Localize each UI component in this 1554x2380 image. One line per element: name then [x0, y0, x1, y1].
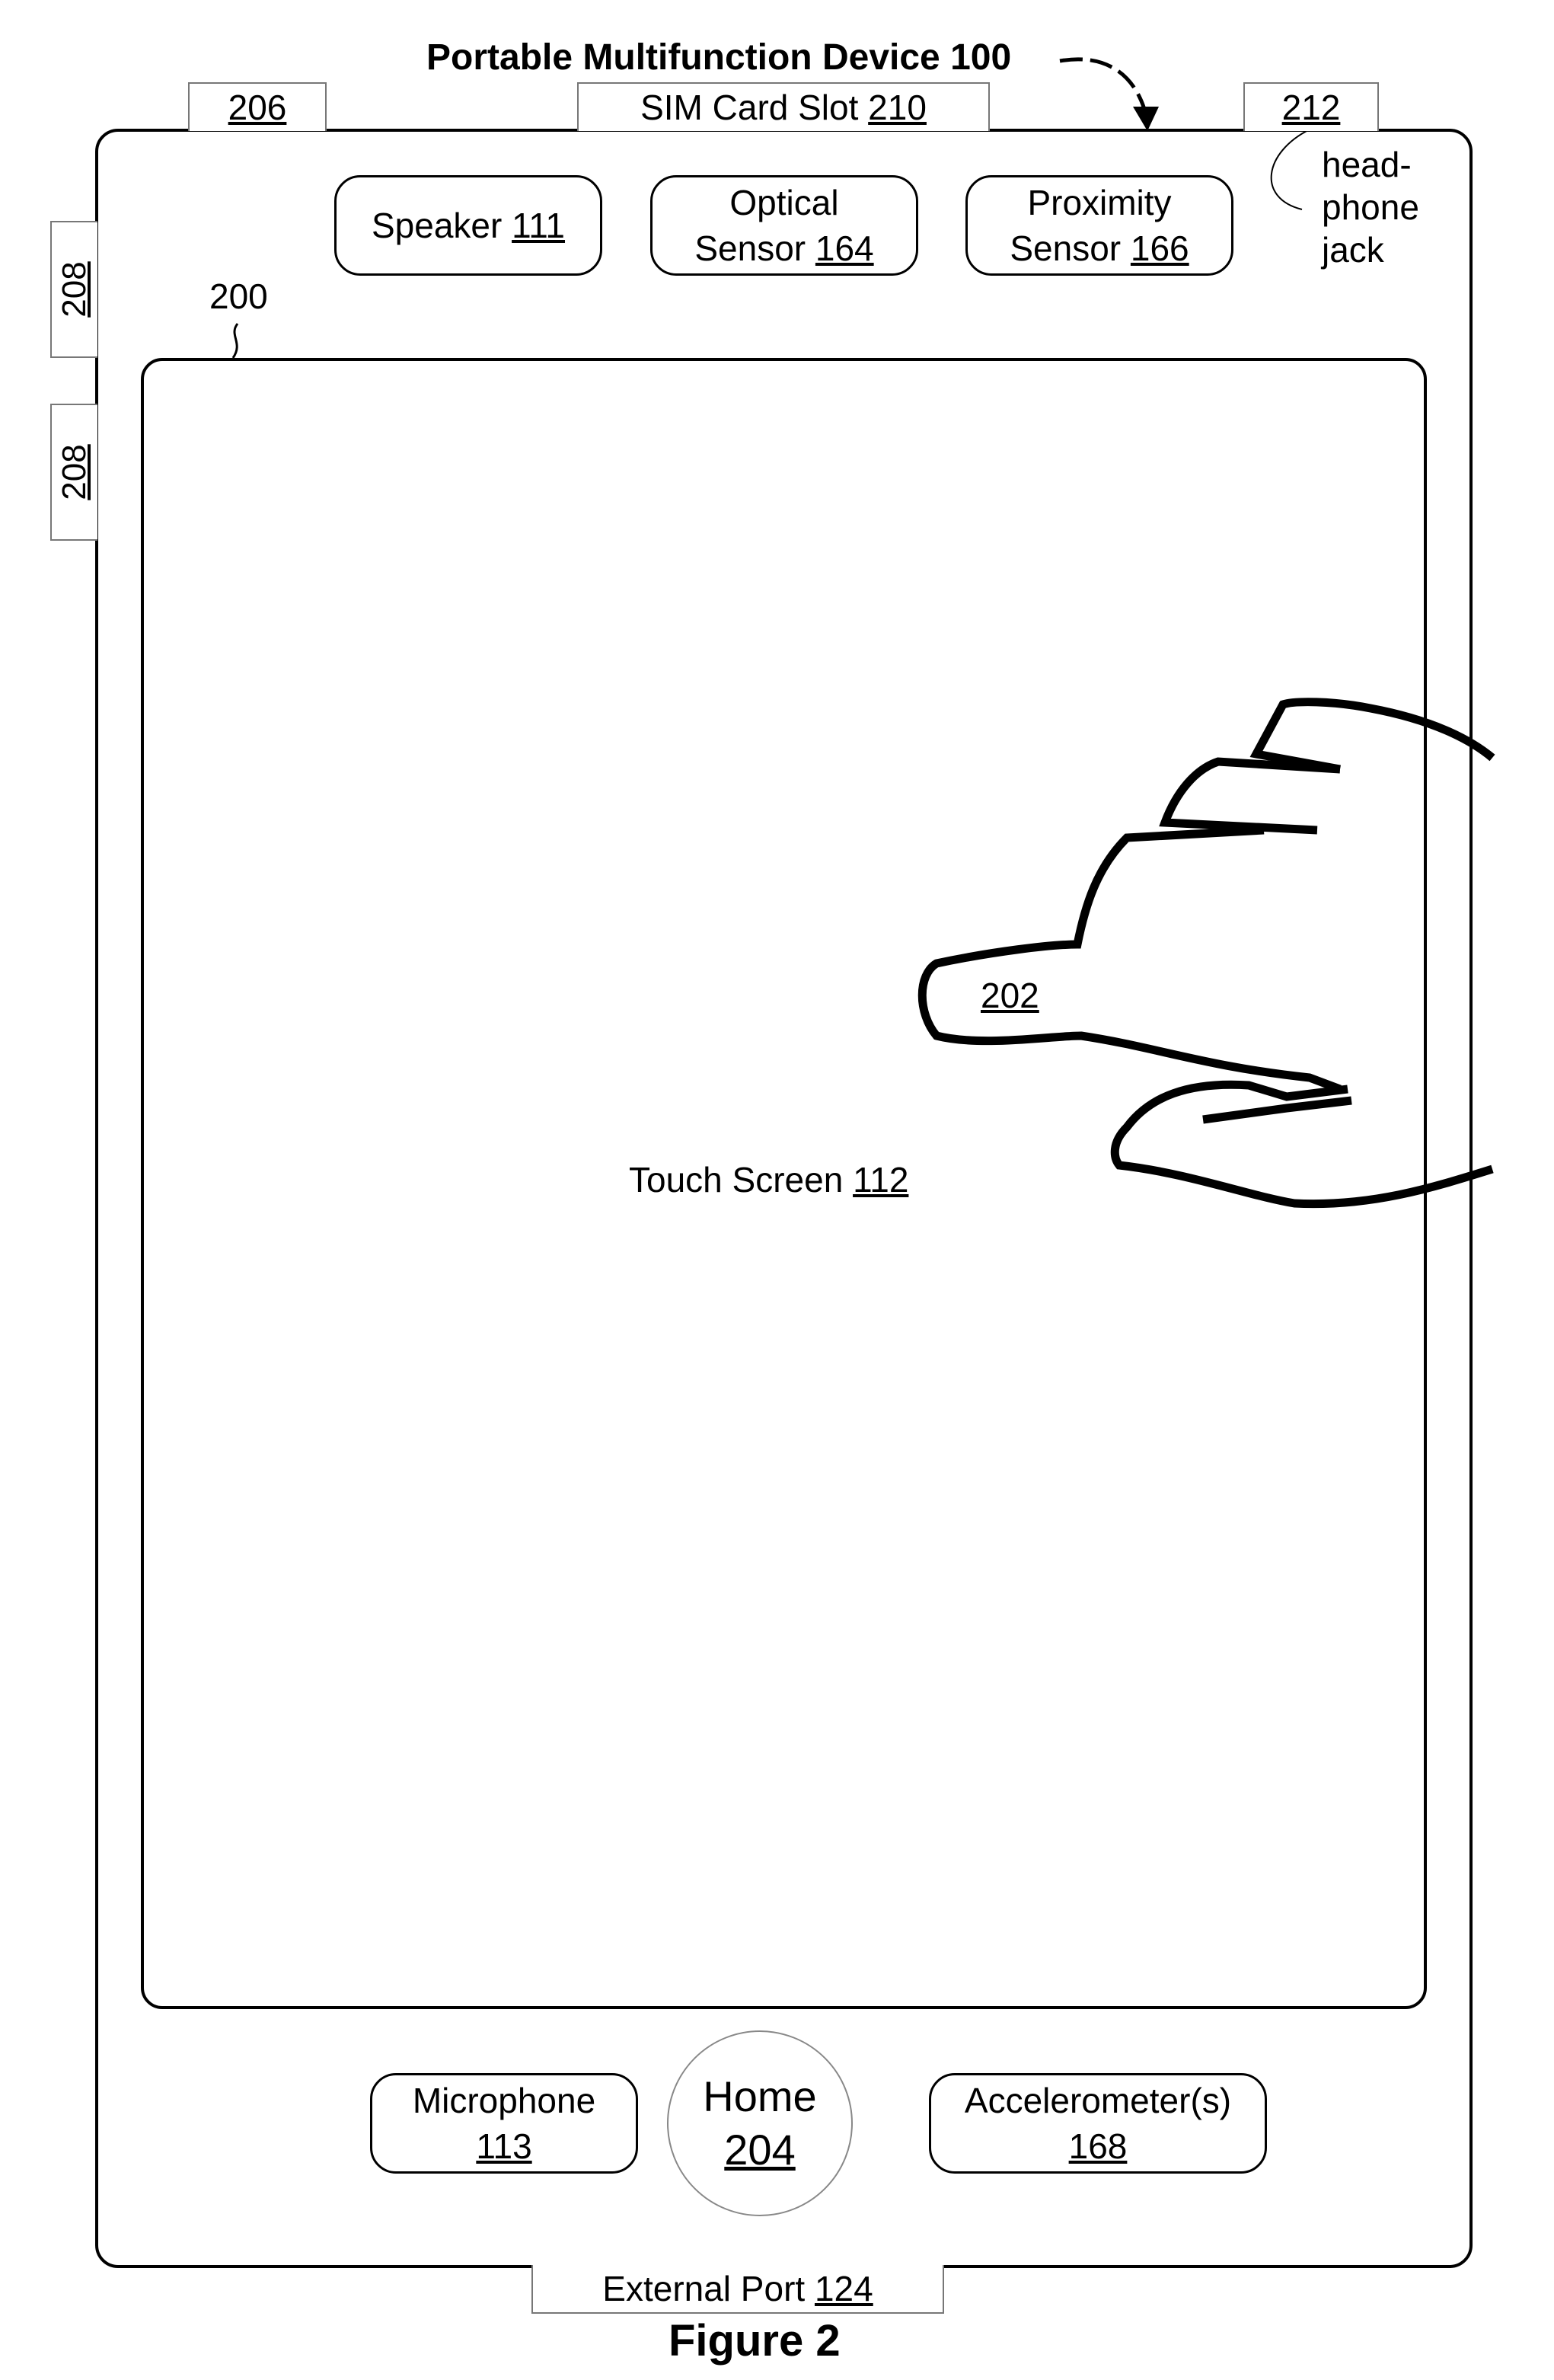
microphone-box: Microphone 113	[370, 2073, 638, 2174]
optical-sensor-box: Optical Sensor 164	[650, 175, 918, 276]
device-title: Portable Multifunction Device 100	[426, 37, 1011, 78]
headphone-label-line2: phone	[1322, 186, 1419, 228]
optical-sensor-line1: Optical	[729, 180, 838, 225]
microphone-label: Microphone	[413, 2078, 595, 2123]
tab-206: 206	[188, 82, 327, 131]
tab-212-ref: 212	[1282, 87, 1341, 128]
external-port: External Port 124	[531, 2265, 944, 2314]
title-arrow	[1060, 59, 1146, 114]
side-button-208-upper: 208	[50, 221, 97, 358]
tab-212: 212	[1243, 82, 1379, 131]
speaker-box: Speaker 111	[334, 175, 602, 276]
accelerometer-label: Accelerometer(s)	[965, 2078, 1231, 2123]
sim-card-label: SIM Card Slot	[640, 87, 858, 128]
home-label: Home	[703, 2070, 816, 2123]
sim-card-ref: 210	[868, 87, 927, 128]
screen-ref-label: 200	[209, 276, 268, 317]
external-port-ref: 124	[815, 2268, 873, 2309]
side-button-ref: 208	[56, 444, 94, 500]
optical-sensor-line2: Sensor 164	[694, 225, 873, 271]
accelerometer-box: Accelerometer(s) 168	[929, 2073, 1267, 2174]
headphone-jack-label: head- phone jack	[1322, 143, 1419, 271]
external-port-label: External Port	[602, 2268, 805, 2309]
headphone-label-line1: head-	[1322, 143, 1419, 186]
home-button[interactable]: Home 204	[667, 2030, 853, 2216]
proximity-sensor-line1: Proximity	[1027, 180, 1171, 225]
proximity-sensor-box: Proximity Sensor 166	[965, 175, 1233, 276]
accelerometer-ref: 168	[1069, 2123, 1128, 2169]
tab-206-ref: 206	[228, 87, 287, 128]
proximity-sensor-line2: Sensor 166	[1010, 225, 1189, 271]
figure-caption: Figure 2	[669, 2315, 841, 2366]
title-arrow-head	[1133, 107, 1159, 131]
microphone-ref: 113	[476, 2123, 531, 2169]
home-ref: 204	[724, 2123, 795, 2177]
sim-card-slot: SIM Card Slot 210	[577, 82, 990, 131]
side-button-ref: 208	[56, 261, 94, 317]
headphone-label-line3: jack	[1322, 228, 1419, 271]
finger-ref-label: 202	[981, 975, 1039, 1016]
speaker-label: Speaker 111	[372, 203, 565, 248]
touch-screen-label: Touch Screen 112	[629, 1159, 908, 1200]
side-button-208-lower: 208	[50, 404, 97, 541]
